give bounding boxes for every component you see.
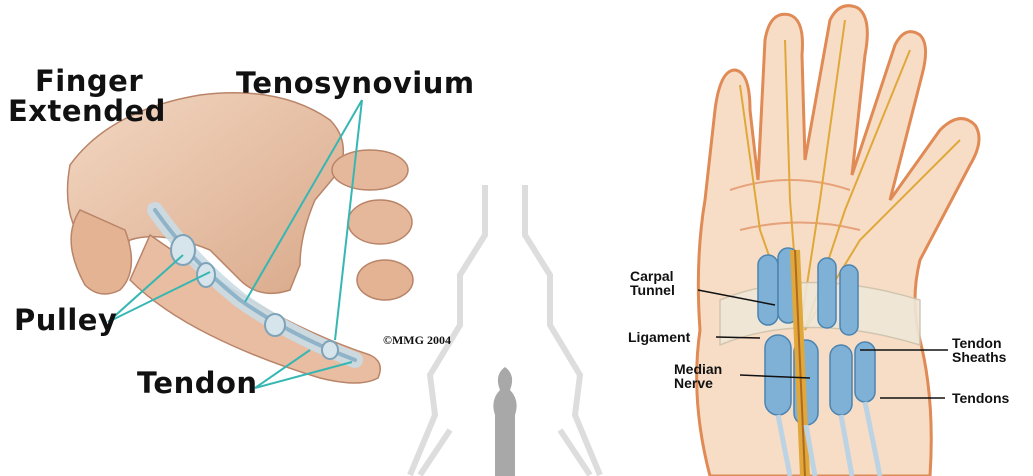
- tendons-label: Tendons: [952, 391, 1009, 405]
- copyright-label: ©MMG 2004: [383, 333, 451, 348]
- carpal-tunnel-line-2: Tunnel: [630, 283, 675, 297]
- tendon-sheaths-label: Tendon Sheaths: [952, 336, 1006, 364]
- carpal-tunnel-label: Carpal Tunnel: [630, 269, 675, 297]
- ligament-label: Ligament: [628, 330, 690, 344]
- finger-extended-label: Finger Extended: [35, 66, 166, 126]
- carpal-tunnel-diagram: Carpal Tunnel Ligament Median Nerve Tend…: [590, 0, 1033, 476]
- tendon-label: Tendon: [137, 368, 258, 398]
- tendon-sheaths-line-1: Tendon: [952, 336, 1006, 350]
- median-nerve-label: Median Nerve: [674, 362, 722, 390]
- pulley-label: Pulley: [14, 305, 117, 335]
- tenosynovium-label: Tenosynovium: [236, 68, 475, 98]
- finger-extended-line-1: Finger: [35, 66, 166, 96]
- median-nerve-line-2: Nerve: [674, 376, 722, 390]
- finger-extended-line-2: Extended: [8, 96, 166, 126]
- tendon-sheaths-line-2: Sheaths: [952, 350, 1006, 364]
- carpal-tunnel-line-1: Carpal: [630, 269, 675, 283]
- trigger-finger-diagram: Finger Extended Tenosynovium Pulley Tend…: [0, 0, 520, 476]
- median-nerve-line-1: Median: [674, 362, 722, 376]
